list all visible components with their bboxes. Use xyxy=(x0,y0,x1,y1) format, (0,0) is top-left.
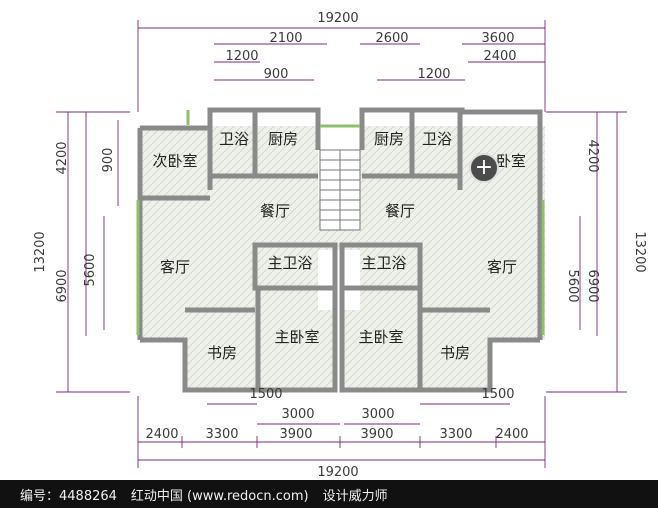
floor-plan: 19200 2100 2600 3600 1200 2400 900 1200 … xyxy=(33,11,647,480)
dim-bottom-3900a: 3900 xyxy=(279,427,312,442)
dim-bottom-3300b: 3300 xyxy=(439,427,472,442)
dim-top-2100: 2100 xyxy=(269,31,302,46)
dim-top-2600: 2600 xyxy=(375,31,408,46)
room-kitchen-right: 厨房 xyxy=(374,130,404,148)
walls xyxy=(137,107,543,393)
dim-top-1200b: 1200 xyxy=(417,67,450,82)
dimension-lines xyxy=(56,20,627,468)
dim-bottom-2400a: 2400 xyxy=(145,427,178,442)
room-master-bedroom-right: 主卧室 xyxy=(358,328,403,346)
dim-bottom-3000a: 3000 xyxy=(281,407,314,422)
dim-top-1200: 1200 xyxy=(225,49,258,64)
room-dining-left: 餐厅 xyxy=(260,202,290,220)
dim-bottom-3000b: 3000 xyxy=(361,407,394,422)
room-kitchen-left: 厨房 xyxy=(268,130,298,148)
room-bedroom-right: 卧室 xyxy=(496,152,526,170)
footer-bar: 编号：4488264 红动中国 (www.redocn.com) 设计威力师 xyxy=(0,480,658,508)
room-bath-right: 卫浴 xyxy=(422,130,452,148)
dim-top-2400: 2400 xyxy=(483,49,516,64)
dimension-labels: 19200 2100 2600 3600 1200 2400 900 1200 … xyxy=(33,11,647,480)
dim-left-900: 900 xyxy=(101,148,116,173)
room-study-right: 书房 xyxy=(440,344,470,362)
room-master-bedroom-left: 主卧室 xyxy=(274,328,319,346)
room-master-bath-left: 主卫浴 xyxy=(267,254,312,272)
dim-bottom-3300a: 3300 xyxy=(205,427,238,442)
footer-slogan: 设计威力师 xyxy=(322,488,388,504)
dim-left-4200: 4200 xyxy=(55,141,70,174)
dim-right-4200: 4200 xyxy=(585,139,600,172)
room-living-right: 客厅 xyxy=(487,258,517,276)
dim-top-900: 900 xyxy=(264,67,289,82)
dim-top-total: 19200 xyxy=(317,11,358,26)
dim-bottom-2400b: 2400 xyxy=(495,427,528,442)
dim-left-13200: 13200 xyxy=(33,231,48,272)
footer-id: 编号：4488264 xyxy=(20,488,117,504)
plus-icon: + xyxy=(474,155,494,180)
room-master-bath-right: 主卫浴 xyxy=(361,254,406,272)
room-bath-left: 卫浴 xyxy=(219,130,249,148)
dim-left-6900: 6900 xyxy=(55,269,70,302)
dim-top-3600: 3600 xyxy=(481,31,514,46)
dim-right-6900: 6900 xyxy=(585,269,600,302)
dim-bottom-total: 19200 xyxy=(317,465,358,480)
staircase xyxy=(319,149,361,231)
zoom-in-button[interactable]: + xyxy=(469,153,499,183)
room-study-left: 书房 xyxy=(207,344,237,362)
room-secondary-bedroom: 次卧室 xyxy=(152,152,197,170)
room-living-left: 客厅 xyxy=(160,258,190,276)
room-dining-right: 餐厅 xyxy=(385,202,415,220)
dim-right-5600: 5600 xyxy=(565,269,580,302)
green-walls xyxy=(136,110,545,335)
dim-bottom-3900b: 3900 xyxy=(360,427,393,442)
dim-right-13200: 13200 xyxy=(632,231,647,272)
room-labels: 次卧室 卫浴 厨房 餐厅 客厅 主卫浴 书房 主卧室 厨房 卫浴 卧室 餐厅 客… xyxy=(152,130,526,362)
dim-bottom-1500b: 1500 xyxy=(481,387,514,402)
dim-left-5600: 5600 xyxy=(83,253,98,286)
dim-bottom-1500a: 1500 xyxy=(249,387,282,402)
footer-site-link[interactable]: 红动中国 (www.redocn.com) xyxy=(130,488,309,504)
